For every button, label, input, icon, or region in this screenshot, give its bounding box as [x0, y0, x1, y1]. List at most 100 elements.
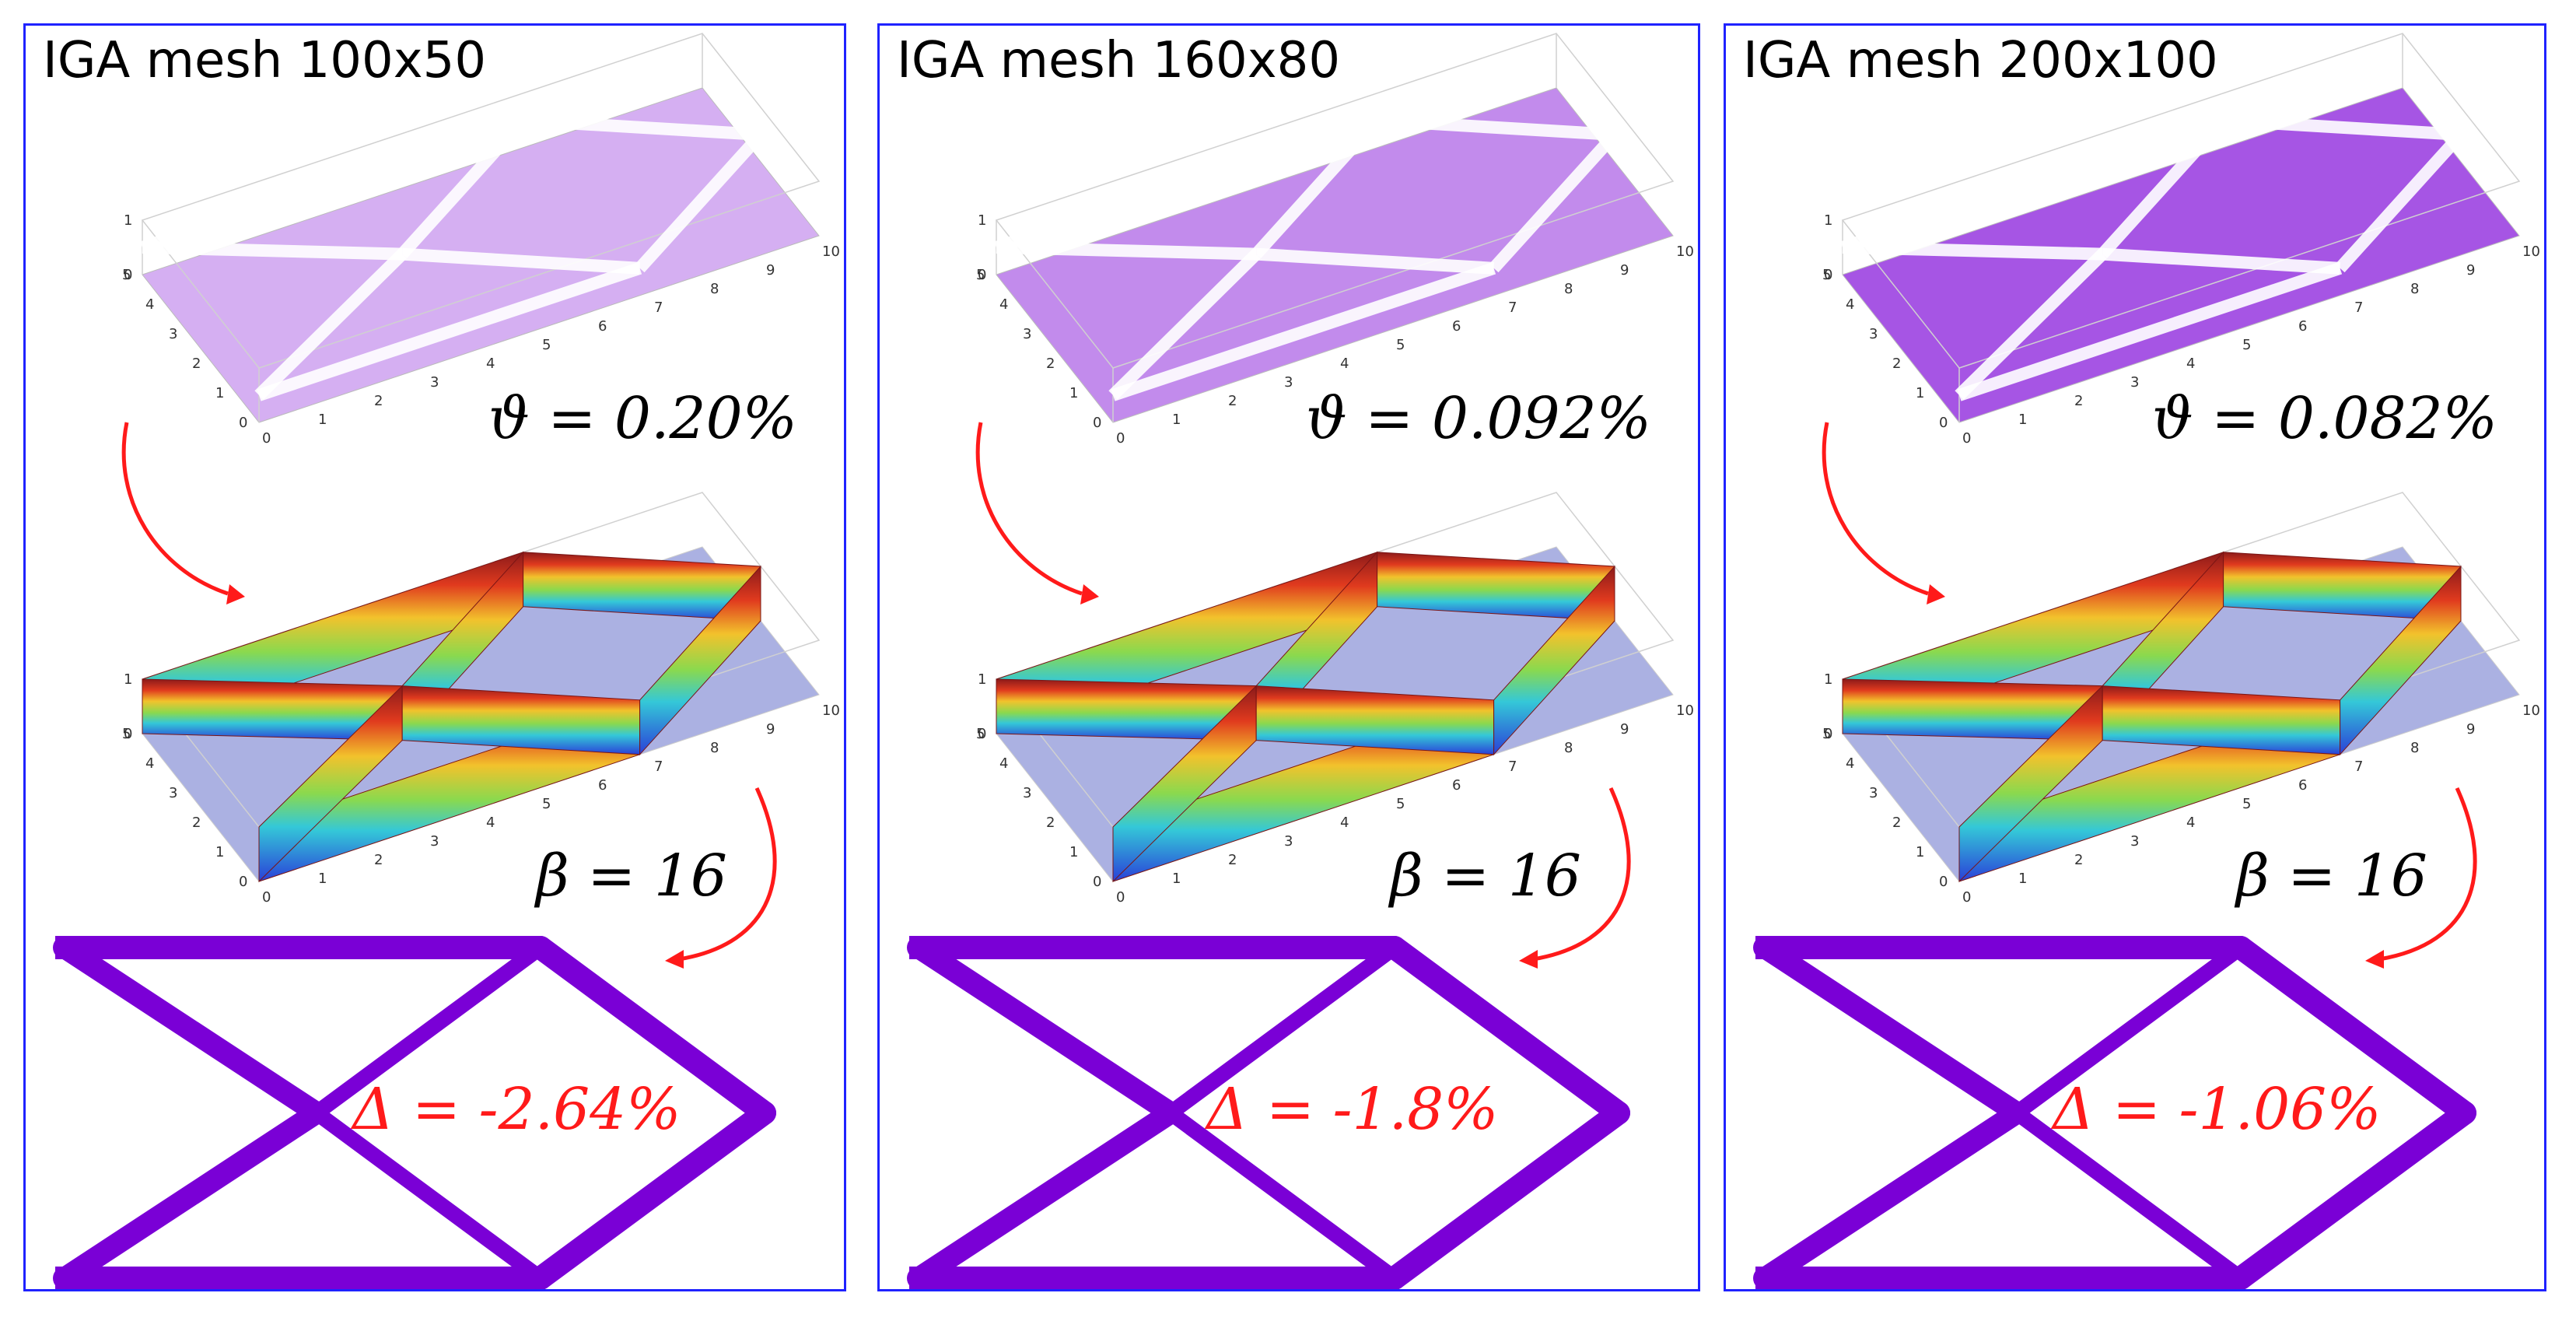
z-tick-label: 1 [124, 671, 132, 688]
x-tick-label: 8 [2410, 740, 2419, 756]
z-tick-label: 1 [978, 671, 986, 688]
truss-member [1383, 1101, 1630, 1289]
x-tick-label: 5 [2242, 337, 2251, 353]
flow-arrow-down [1532, 787, 1631, 962]
z-tick-label: 0 [1824, 267, 1832, 283]
delta-label: Δ = -2.64% [352, 1076, 681, 1143]
x-tick-label: 10 [1676, 703, 1694, 719]
truss-member [1163, 1105, 1402, 1286]
z-tick-label: 0 [1824, 726, 1832, 742]
x-tick-label: 0 [262, 430, 271, 447]
z-tick-label: 1 [1824, 671, 1832, 688]
y-tick-label: 3 [169, 785, 177, 801]
y-tick-label: 0 [1093, 874, 1101, 890]
support-node [55, 1267, 79, 1289]
y-tick-label: 2 [1892, 356, 1901, 372]
y-tick-label: 2 [192, 815, 201, 831]
x-tick-label: 1 [1172, 412, 1181, 428]
y-tick-label: 5 [122, 267, 131, 283]
delta-label: Δ = -1.06% [2053, 1076, 2382, 1143]
x-tick-label: 6 [2298, 777, 2307, 794]
x-tick-label: 9 [2466, 262, 2475, 279]
beta-label: β = 16 [2236, 843, 2427, 909]
x-tick-label: 9 [1620, 262, 1629, 279]
y-tick-label: 4 [1846, 755, 1854, 772]
x-tick-label: 9 [766, 262, 775, 279]
z-tick-label: 1 [978, 212, 986, 229]
arrow-head [226, 584, 245, 604]
member-gap [1842, 241, 2103, 261]
y-tick-label: 5 [122, 726, 131, 742]
y-tick-label: 2 [1892, 815, 1901, 831]
final-topology [1753, 936, 2476, 1289]
member-gap [257, 262, 642, 401]
x-tick-label: 2 [2074, 852, 2083, 868]
x-tick-label: 7 [1508, 300, 1517, 316]
x-tick-label: 6 [1452, 777, 1461, 794]
truss-member [2229, 936, 2476, 1125]
y-tick-label: 5 [1822, 726, 1831, 742]
x-tick-label: 0 [262, 889, 271, 906]
member-gap [1377, 114, 1615, 141]
beta-label: β = 16 [536, 843, 727, 909]
truss-member [54, 1102, 327, 1289]
y-tick-label: 0 [1939, 415, 1948, 431]
x-tick-label: 9 [766, 721, 775, 738]
member-gap [1840, 114, 2226, 254]
y-tick-label: 3 [1869, 326, 1878, 342]
x-tick-label: 5 [1396, 337, 1405, 353]
member-gap [1251, 116, 1382, 258]
truss-member [2009, 940, 2249, 1121]
truss-member [529, 936, 776, 1125]
y-tick-label: 4 [145, 296, 154, 313]
x-tick-label: 8 [1564, 281, 1573, 297]
y-tick-label: 0 [1093, 415, 1101, 431]
y-tick-label: 3 [1023, 326, 1031, 342]
x-tick-label: 8 [2410, 281, 2419, 297]
x-tick-label: 7 [654, 759, 663, 775]
x-tick-label: 7 [2354, 300, 2363, 316]
truss-member [529, 1101, 776, 1289]
theta-label: ϑ = 0.082% [2151, 385, 2497, 452]
beta-label: β = 16 [1390, 843, 1581, 909]
member-gap [635, 130, 765, 273]
x-tick-label: 5 [1396, 796, 1405, 812]
final-topology [907, 936, 1630, 1289]
x-tick-label: 8 [710, 740, 719, 756]
y-tick-label: 4 [1846, 296, 1854, 313]
truss-member [309, 1105, 548, 1286]
member-gap [994, 114, 1380, 254]
y-tick-label: 5 [1822, 267, 1831, 283]
truss-member [1754, 1102, 2028, 1289]
x-tick-label: 3 [2130, 833, 2139, 850]
member-gap [1108, 249, 1261, 400]
flow-arrow-down [1822, 422, 1929, 596]
x-tick-label: 3 [2130, 374, 2139, 391]
z-tick-label: 1 [1824, 212, 1832, 229]
x-tick-label: 5 [542, 337, 551, 353]
y-tick-label: 4 [999, 755, 1008, 772]
x-tick-label: 1 [1172, 871, 1181, 887]
panel-title: IGA mesh 200x100 [1743, 32, 2218, 89]
z-tick-label: 0 [978, 726, 986, 742]
member-gap [523, 114, 761, 141]
x-tick-label: 8 [710, 281, 719, 297]
member-gap [401, 247, 641, 275]
member-gap [1489, 130, 1619, 273]
member-gap [140, 114, 526, 254]
x-tick-label: 0 [1116, 430, 1125, 447]
x-tick-label: 7 [2354, 759, 2363, 775]
member-gap [2223, 114, 2462, 141]
arrow-head [665, 950, 684, 969]
x-tick-label: 2 [374, 852, 383, 868]
y-tick-label: 3 [1023, 785, 1031, 801]
y-tick-label: 3 [169, 326, 177, 342]
y-tick-label: 0 [1939, 874, 1948, 890]
x-tick-label: 4 [486, 815, 495, 831]
flow-arrow-down [121, 422, 229, 596]
